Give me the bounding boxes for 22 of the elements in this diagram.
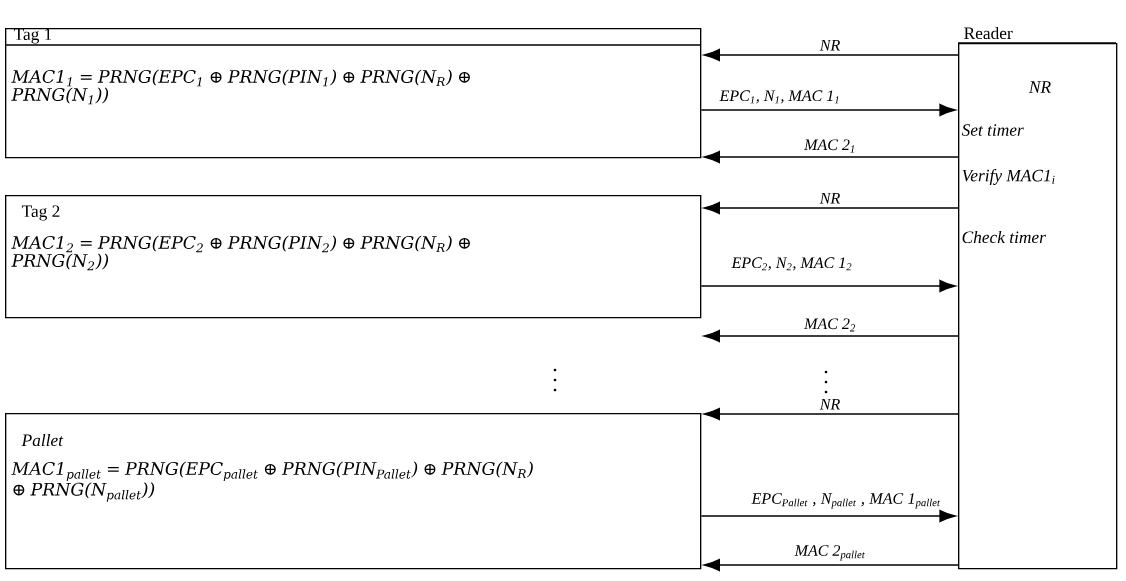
arrow: [703, 407, 959, 421]
edge-label: EPC$_{1}$, N$_{1}$, MAC 1$_{1}$: [719, 90, 839, 104]
edge-label: MAC 2$_{2}$: [803, 318, 855, 332]
arrow: [700, 279, 956, 293]
arrow: [703, 150, 959, 164]
tag-box: Tag 2 MAC1$_{2}$ = PRNG(EPC$_{2}$ ⊕ PRNG(PIN$_{2}$) ⊕ PRNG(N$_{R}$) ⊕ PRNG(N$_{2}$)): [5, 195, 702, 319]
arrow: [700, 509, 956, 523]
arrow: [700, 103, 956, 117]
node-label: Reader: [964, 26, 1013, 40]
arrow: [703, 201, 959, 215]
reader-box: Reader NR Set timer Verify MAC1$_{i}$ Check timer: [957, 26, 1118, 570]
arrow: [703, 48, 959, 62]
pallet-box: Pallet MAC1$_{pallet}$ = PRNG(EPC$_{pallet}$ ⊕ PRNG(PIN$_{Pallet}$) ⊕ PRNG(N$_{R}$) ⊕ PRNG(N$_{pallet}$)): [5, 413, 702, 570]
arrow: [703, 329, 959, 343]
edge-label: NR: [819, 192, 840, 204]
edge-label: MAC 2$_{pallet}$: [794, 545, 865, 561]
edge-label: NR: [819, 398, 840, 410]
edge-label: EPC$_{Pallet}$ , N$_{pallet}$ , MAC 1$_{pallet}$: [751, 493, 941, 509]
edge-label: NR: [819, 39, 840, 51]
arrow: [703, 558, 959, 572]
edge-label: MAC 2$_{1}$: [803, 139, 855, 153]
edge-label: EPC$_{2}$, N$_{2}$, MAC 1$_{2}$: [731, 257, 852, 271]
